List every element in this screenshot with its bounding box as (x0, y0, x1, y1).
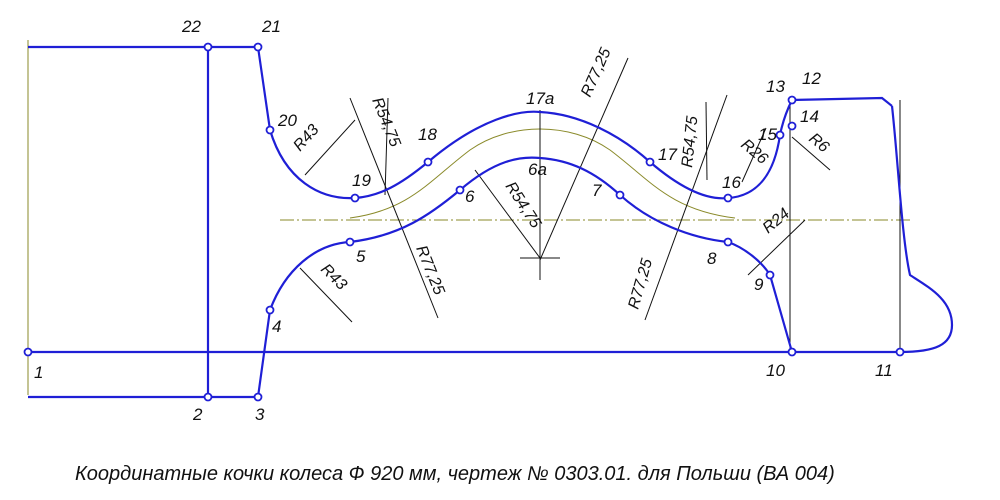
radius-label-r77-bottom-left: R77,25 (412, 243, 447, 297)
point-label-3: 3 (255, 405, 265, 424)
point-label-14: 14 (800, 107, 819, 126)
point-label-12: 12 (802, 69, 821, 88)
profile-points (23, 42, 905, 402)
radius-label-r43-bottom: R43 (317, 261, 350, 294)
point-label-9: 9 (754, 275, 764, 294)
point-label-17a: 17а (526, 89, 554, 108)
point-label-21: 21 (261, 17, 281, 36)
point-label-18: 18 (418, 125, 437, 144)
point-labels: 1 2 3 4 5 6 6а 7 8 9 10 11 12 13 14 15 1… (34, 17, 893, 424)
radius-label-r54-top-left: R54,75 (368, 95, 403, 149)
point-label-20: 20 (277, 111, 297, 130)
point-label-5: 5 (356, 247, 366, 266)
point-label-6: 6 (465, 187, 475, 206)
radius-label-r77-top: R77,25 (578, 45, 615, 99)
point-label-7: 7 (592, 181, 602, 200)
point-label-17: 17 (658, 145, 677, 164)
point-label-6a: 6а (528, 160, 547, 179)
point-label-2: 2 (192, 405, 203, 424)
point-label-4: 4 (272, 317, 281, 336)
drawing-caption: Координатные кочки колеса Ф 920 мм, черт… (75, 463, 835, 485)
radius-label-r24: R24 (760, 205, 793, 237)
point-label-8: 8 (707, 249, 717, 268)
radius-leaders (299, 57, 831, 352)
wheel-profile-outline (28, 45, 954, 399)
point-label-11: 11 (875, 361, 893, 380)
point-label-16: 16 (722, 173, 741, 192)
point-label-13: 13 (766, 77, 785, 96)
point-label-1: 1 (34, 363, 43, 382)
radius-label-r54-center: R54,75 (502, 179, 544, 232)
point-label-15: 15 (758, 125, 777, 144)
point-label-19: 19 (352, 171, 371, 190)
point-label-22: 22 (181, 17, 201, 36)
radius-labels: R43 R54,75 R77,25 R54,75 R26 R6 R24 R43 … (290, 45, 832, 311)
radius-label-r54-top-right: R54,75 (679, 115, 701, 168)
point-label-10: 10 (766, 361, 785, 380)
